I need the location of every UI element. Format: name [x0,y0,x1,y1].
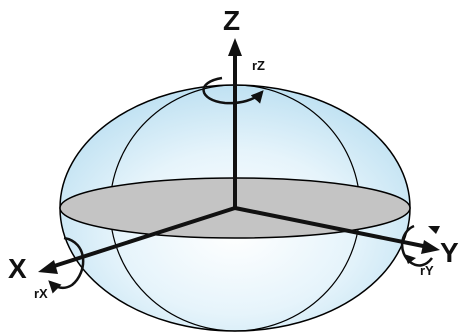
x-axis-line [47,206,236,270]
z-axis-label: Z [223,5,240,36]
rz-label: rZ [252,58,265,73]
y-axis-label: Y [440,237,459,268]
y-axis-arrowhead [421,240,440,254]
ry-label: rY [420,263,434,278]
x-axis-arrowhead [38,260,58,274]
y-axis-line [234,206,429,249]
rx-label: rX [34,286,48,301]
rz-rotation-arrow [202,76,264,105]
ry-top-arrowhead [428,226,440,234]
x-axis-label: X [8,253,27,284]
ry-rotation-arrowhead [404,254,416,264]
z-axis-arrowhead [228,38,242,56]
rx-rotation-arrow [48,236,85,294]
